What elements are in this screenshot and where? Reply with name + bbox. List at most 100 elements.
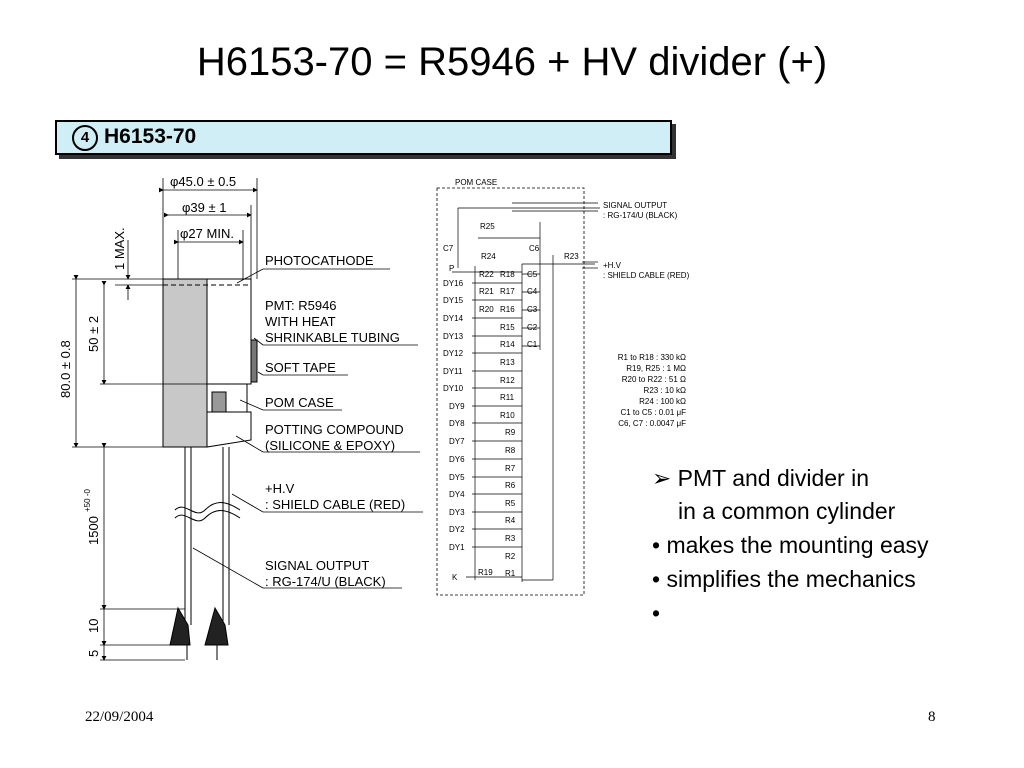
label-soft-tape: SOFT TAPE — [265, 360, 336, 375]
svg-text:R15: R15 — [500, 323, 515, 332]
svg-text:R12: R12 — [500, 376, 515, 385]
svg-text:C4: C4 — [527, 287, 538, 296]
pmt-assembly — [162, 278, 258, 660]
svg-text:C3: C3 — [527, 305, 538, 314]
circled-number: 4 — [72, 125, 98, 151]
svg-text:R24: R24 — [481, 252, 496, 261]
dim-diameter-45: φ45.0 ± 0.5 — [170, 174, 236, 189]
svg-text:R11: R11 — [500, 393, 515, 402]
svg-text:R19: R19 — [478, 568, 493, 577]
svg-text:R17: R17 — [500, 287, 515, 296]
svg-text:R4: R4 — [505, 516, 516, 525]
dim-diameter-27: φ27 MIN. — [180, 226, 234, 241]
svg-text:R23: R23 — [564, 252, 579, 261]
svg-text:R24 : 100 kΩ: R24 : 100 kΩ — [639, 397, 686, 406]
bullet-3: • simplifies the mechanics — [652, 566, 916, 592]
dimension-lines — [72, 178, 258, 661]
circuit-hv-label-2: : SHIELD CABLE (RED) — [603, 271, 690, 280]
svg-text:DY1: DY1 — [449, 543, 465, 552]
svg-text:C5: C5 — [527, 270, 538, 279]
circuit-signal-label-2: : RG-174/U (BLACK) — [603, 211, 678, 220]
dim-1-max: 1 MAX. — [112, 227, 127, 270]
label-hv-line1: +H.V — [265, 481, 295, 496]
svg-text:R1: R1 — [505, 569, 516, 578]
svg-text:R7: R7 — [505, 464, 516, 473]
svg-text:DY3: DY3 — [449, 508, 465, 517]
model-header-title: 4 H6153-70 — [72, 125, 196, 151]
svg-text:DY6: DY6 — [449, 455, 465, 464]
dim-diameter-39: φ39 ± 1 — [182, 200, 226, 215]
svg-text:DY5: DY5 — [449, 473, 465, 482]
svg-text:R2: R2 — [505, 552, 516, 561]
dim-length-5: 5 — [86, 650, 101, 657]
dim-length-80: 80.0 ± 0.8 — [58, 340, 73, 398]
svg-text:DY10: DY10 — [443, 384, 464, 393]
svg-text:DY11: DY11 — [443, 367, 463, 376]
svg-text:R21: R21 — [479, 287, 494, 296]
label-potting-line1: POTTING COMPOUND — [265, 422, 404, 437]
svg-text:R14: R14 — [500, 340, 515, 349]
svg-text:C1: C1 — [527, 340, 538, 349]
svg-text:R9: R9 — [505, 428, 516, 437]
circuit-signal-label-1: SIGNAL OUTPUT — [603, 201, 667, 210]
svg-text:C6, C7 : 0.0047 μF: C6, C7 : 0.0047 μF — [618, 419, 686, 428]
callout-leaders — [192, 268, 423, 589]
label-potting-line2: (SILICONE & EPOXY) — [265, 438, 395, 453]
svg-text:DY2: DY2 — [449, 525, 465, 534]
svg-text:DY16: DY16 — [443, 279, 464, 288]
svg-text:R8: R8 — [505, 446, 516, 455]
svg-text:C7: C7 — [443, 244, 454, 253]
label-pmt-line3: SHRINKABLE TUBING — [265, 330, 400, 345]
svg-text:R1 to R18 : 330 kΩ: R1 to R18 : 330 kΩ — [618, 353, 686, 362]
dim-length-1500: 1500 — [86, 516, 101, 545]
svg-text:DY12: DY12 — [443, 349, 464, 358]
svg-text:R19, R25 : 1 MΩ: R19, R25 : 1 MΩ — [626, 364, 686, 373]
dim-length-50: 50 ± 2 — [86, 316, 101, 352]
bullet-1: ➢ PMT and divider in — [652, 465, 870, 491]
label-signal-line2: : RG-174/U (BLACK) — [265, 574, 386, 589]
svg-text:R25: R25 — [480, 222, 495, 231]
circuit-components: C7 P K R25 R24 R23 C6 R22 R21 R20 R19 R1… — [443, 222, 579, 582]
svg-text:C6: C6 — [529, 244, 540, 253]
svg-text:K: K — [452, 573, 458, 582]
circuit-wiring — [452, 202, 600, 582]
svg-text:R18: R18 — [500, 270, 515, 279]
svg-text:DY14: DY14 — [443, 314, 464, 323]
svg-text:R16: R16 — [500, 305, 515, 314]
model-name: H6153-70 — [104, 125, 197, 148]
svg-text:R13: R13 — [500, 358, 515, 367]
label-pmt-line1: PMT: R5946 — [265, 298, 337, 313]
bullet-1-continued: in a common cylinder — [678, 498, 896, 524]
svg-text:DY15: DY15 — [443, 296, 464, 305]
svg-text:P: P — [449, 264, 454, 273]
svg-text:DY4: DY4 — [449, 490, 465, 499]
slide-title: H6153-70 = R5946 + HV divider (+) — [196, 40, 828, 84]
bullet-2: • makes the mounting easy — [652, 532, 929, 558]
svg-text:C1 to C5 : 0.01 μF: C1 to C5 : 0.01 μF — [620, 408, 686, 417]
svg-text:DY13: DY13 — [443, 332, 464, 341]
label-pmt-line2: WITH HEAT — [265, 314, 336, 329]
svg-text:R20 to R22 : 51 Ω: R20 to R22 : 51 Ω — [622, 375, 686, 384]
label-hv-line2: : SHIELD CABLE (RED) — [265, 497, 405, 512]
label-pom-case: POM CASE — [265, 395, 334, 410]
circuit-hv-label-1: +H.V — [603, 261, 622, 270]
dim-1500-tolerance: +50 -0 — [83, 489, 92, 512]
svg-text:R23 : 10 kΩ: R23 : 10 kΩ — [644, 386, 686, 395]
svg-text:R5: R5 — [505, 499, 516, 508]
circuit-pom-case-label: POM CASE — [455, 178, 497, 187]
svg-text:R20: R20 — [479, 305, 494, 314]
label-signal-line1: SIGNAL OUTPUT — [265, 558, 369, 573]
label-photocathode: PHOTOCATHODE — [265, 253, 374, 268]
svg-text:R10: R10 — [500, 411, 515, 420]
svg-text:R22: R22 — [479, 270, 494, 279]
svg-text:DY7: DY7 — [449, 437, 465, 446]
dim-length-10: 10 — [86, 619, 101, 633]
svg-text:DY8: DY8 — [449, 419, 465, 428]
model-header-box — [55, 120, 672, 155]
svg-text:DY9: DY9 — [449, 402, 465, 411]
footer-page-number: 8 — [928, 709, 936, 725]
component-values-list: R1 to R18 : 330 kΩ R19, R25 : 1 MΩ R20 t… — [618, 353, 686, 428]
svg-text:R3: R3 — [505, 534, 516, 543]
svg-text:C2: C2 — [527, 323, 538, 332]
